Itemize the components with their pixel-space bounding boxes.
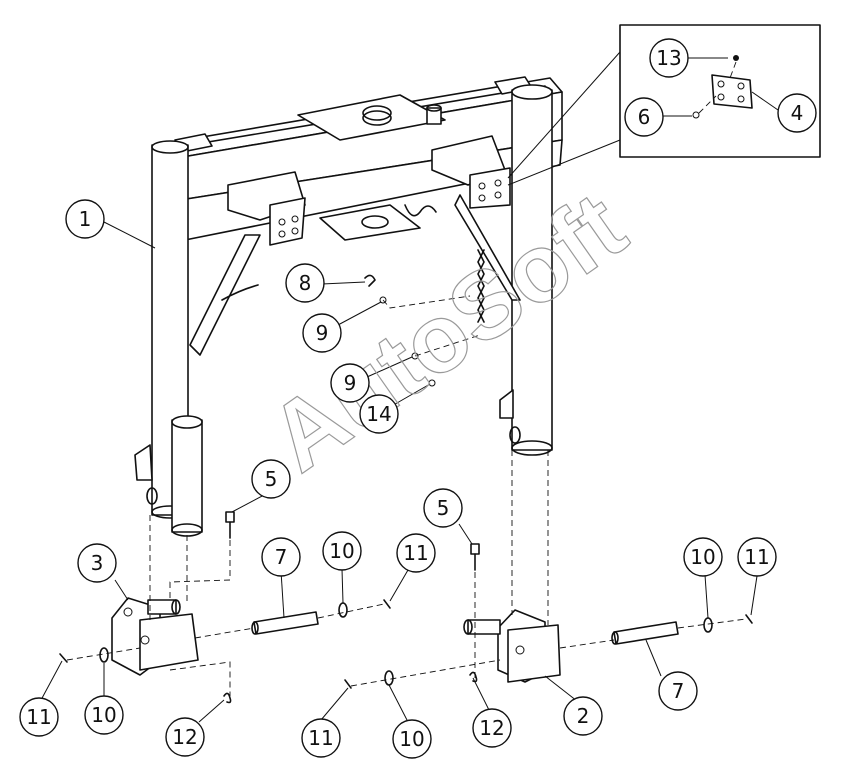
frame-assembly	[134, 76, 563, 537]
cotter-11a	[383, 599, 391, 609]
inset-detail	[507, 24, 821, 186]
callout-12b-label: 12	[479, 716, 504, 740]
callout-11d: 11	[737, 537, 777, 577]
callout-12a: 12	[165, 717, 205, 757]
pin-8	[364, 274, 376, 287]
assembly-lines	[66, 295, 747, 696]
callout-5a: 5	[251, 459, 291, 499]
callout-1-label: 1	[79, 207, 92, 231]
callout-9b-label: 9	[344, 371, 357, 395]
pin-right	[611, 621, 679, 645]
callout-3-label: 3	[91, 551, 104, 575]
callout-5b: 5	[423, 488, 463, 528]
right-foot-bracket	[463, 609, 561, 683]
callout-14: 14	[359, 394, 399, 434]
callout-10c: 10	[392, 719, 432, 759]
callout-12a-label: 12	[172, 725, 197, 749]
callout-11b: 11	[19, 697, 59, 737]
callout-5a-label: 5	[265, 467, 278, 491]
callout-10d-label: 10	[690, 545, 715, 569]
callout-9b: 9	[330, 363, 370, 403]
washer-10d	[703, 617, 713, 633]
callout-13: 13	[649, 38, 689, 78]
callout-7b: 7	[658, 671, 698, 711]
cotter-11b	[59, 653, 68, 663]
callout-2-label: 2	[577, 704, 590, 728]
callout-9a: 9	[302, 313, 342, 353]
callout-11d-label: 11	[744, 545, 769, 569]
callout-7b-label: 7	[672, 679, 685, 703]
cotter-11c	[344, 679, 352, 689]
callout-10b: 10	[84, 695, 124, 735]
washer-10b	[99, 647, 109, 663]
callout-11b-label: 11	[26, 705, 51, 729]
cotter-11d	[745, 614, 753, 624]
callout-10b-label: 10	[91, 703, 116, 727]
callout-3: 3	[77, 543, 117, 583]
callout-2: 2	[563, 696, 603, 736]
washer-10c	[384, 670, 394, 686]
washer-9b	[411, 352, 419, 360]
callout-8-label: 8	[299, 271, 312, 295]
callout-5b-label: 5	[437, 496, 450, 520]
clip-12b	[469, 671, 478, 683]
bolt-left	[225, 511, 235, 539]
callout-12b: 12	[472, 708, 512, 748]
callout-10a-label: 10	[329, 539, 354, 563]
callout-4: 4	[777, 93, 817, 133]
callout-11a-label: 11	[403, 541, 428, 565]
callout-10d: 10	[683, 537, 723, 577]
clip-12a	[223, 692, 232, 704]
washer-9a	[379, 296, 387, 304]
callout-6-label: 6	[638, 105, 651, 129]
washer-10a	[338, 602, 348, 618]
nut-14	[428, 379, 436, 387]
callout-14-label: 14	[366, 402, 391, 426]
callout-10a: 10	[322, 531, 362, 571]
callout-8: 8	[285, 263, 325, 303]
callout-7a: 7	[261, 537, 301, 577]
left-foot-bracket	[111, 597, 199, 676]
callout-9a-label: 9	[316, 321, 329, 345]
callout-1: 1	[65, 199, 105, 239]
callout-11c: 11	[301, 718, 341, 758]
bolt-right	[470, 543, 480, 571]
callout-11a: 11	[396, 533, 436, 573]
leader-lines	[40, 57, 779, 723]
callout-13-label: 13	[656, 46, 681, 70]
callout-7a-label: 7	[275, 545, 288, 569]
pin-left	[251, 611, 319, 635]
callout-6: 6	[624, 97, 664, 137]
callout-4-label: 4	[791, 101, 804, 125]
callout-11c-label: 11	[308, 726, 333, 750]
callout-10c-label: 10	[399, 727, 424, 751]
